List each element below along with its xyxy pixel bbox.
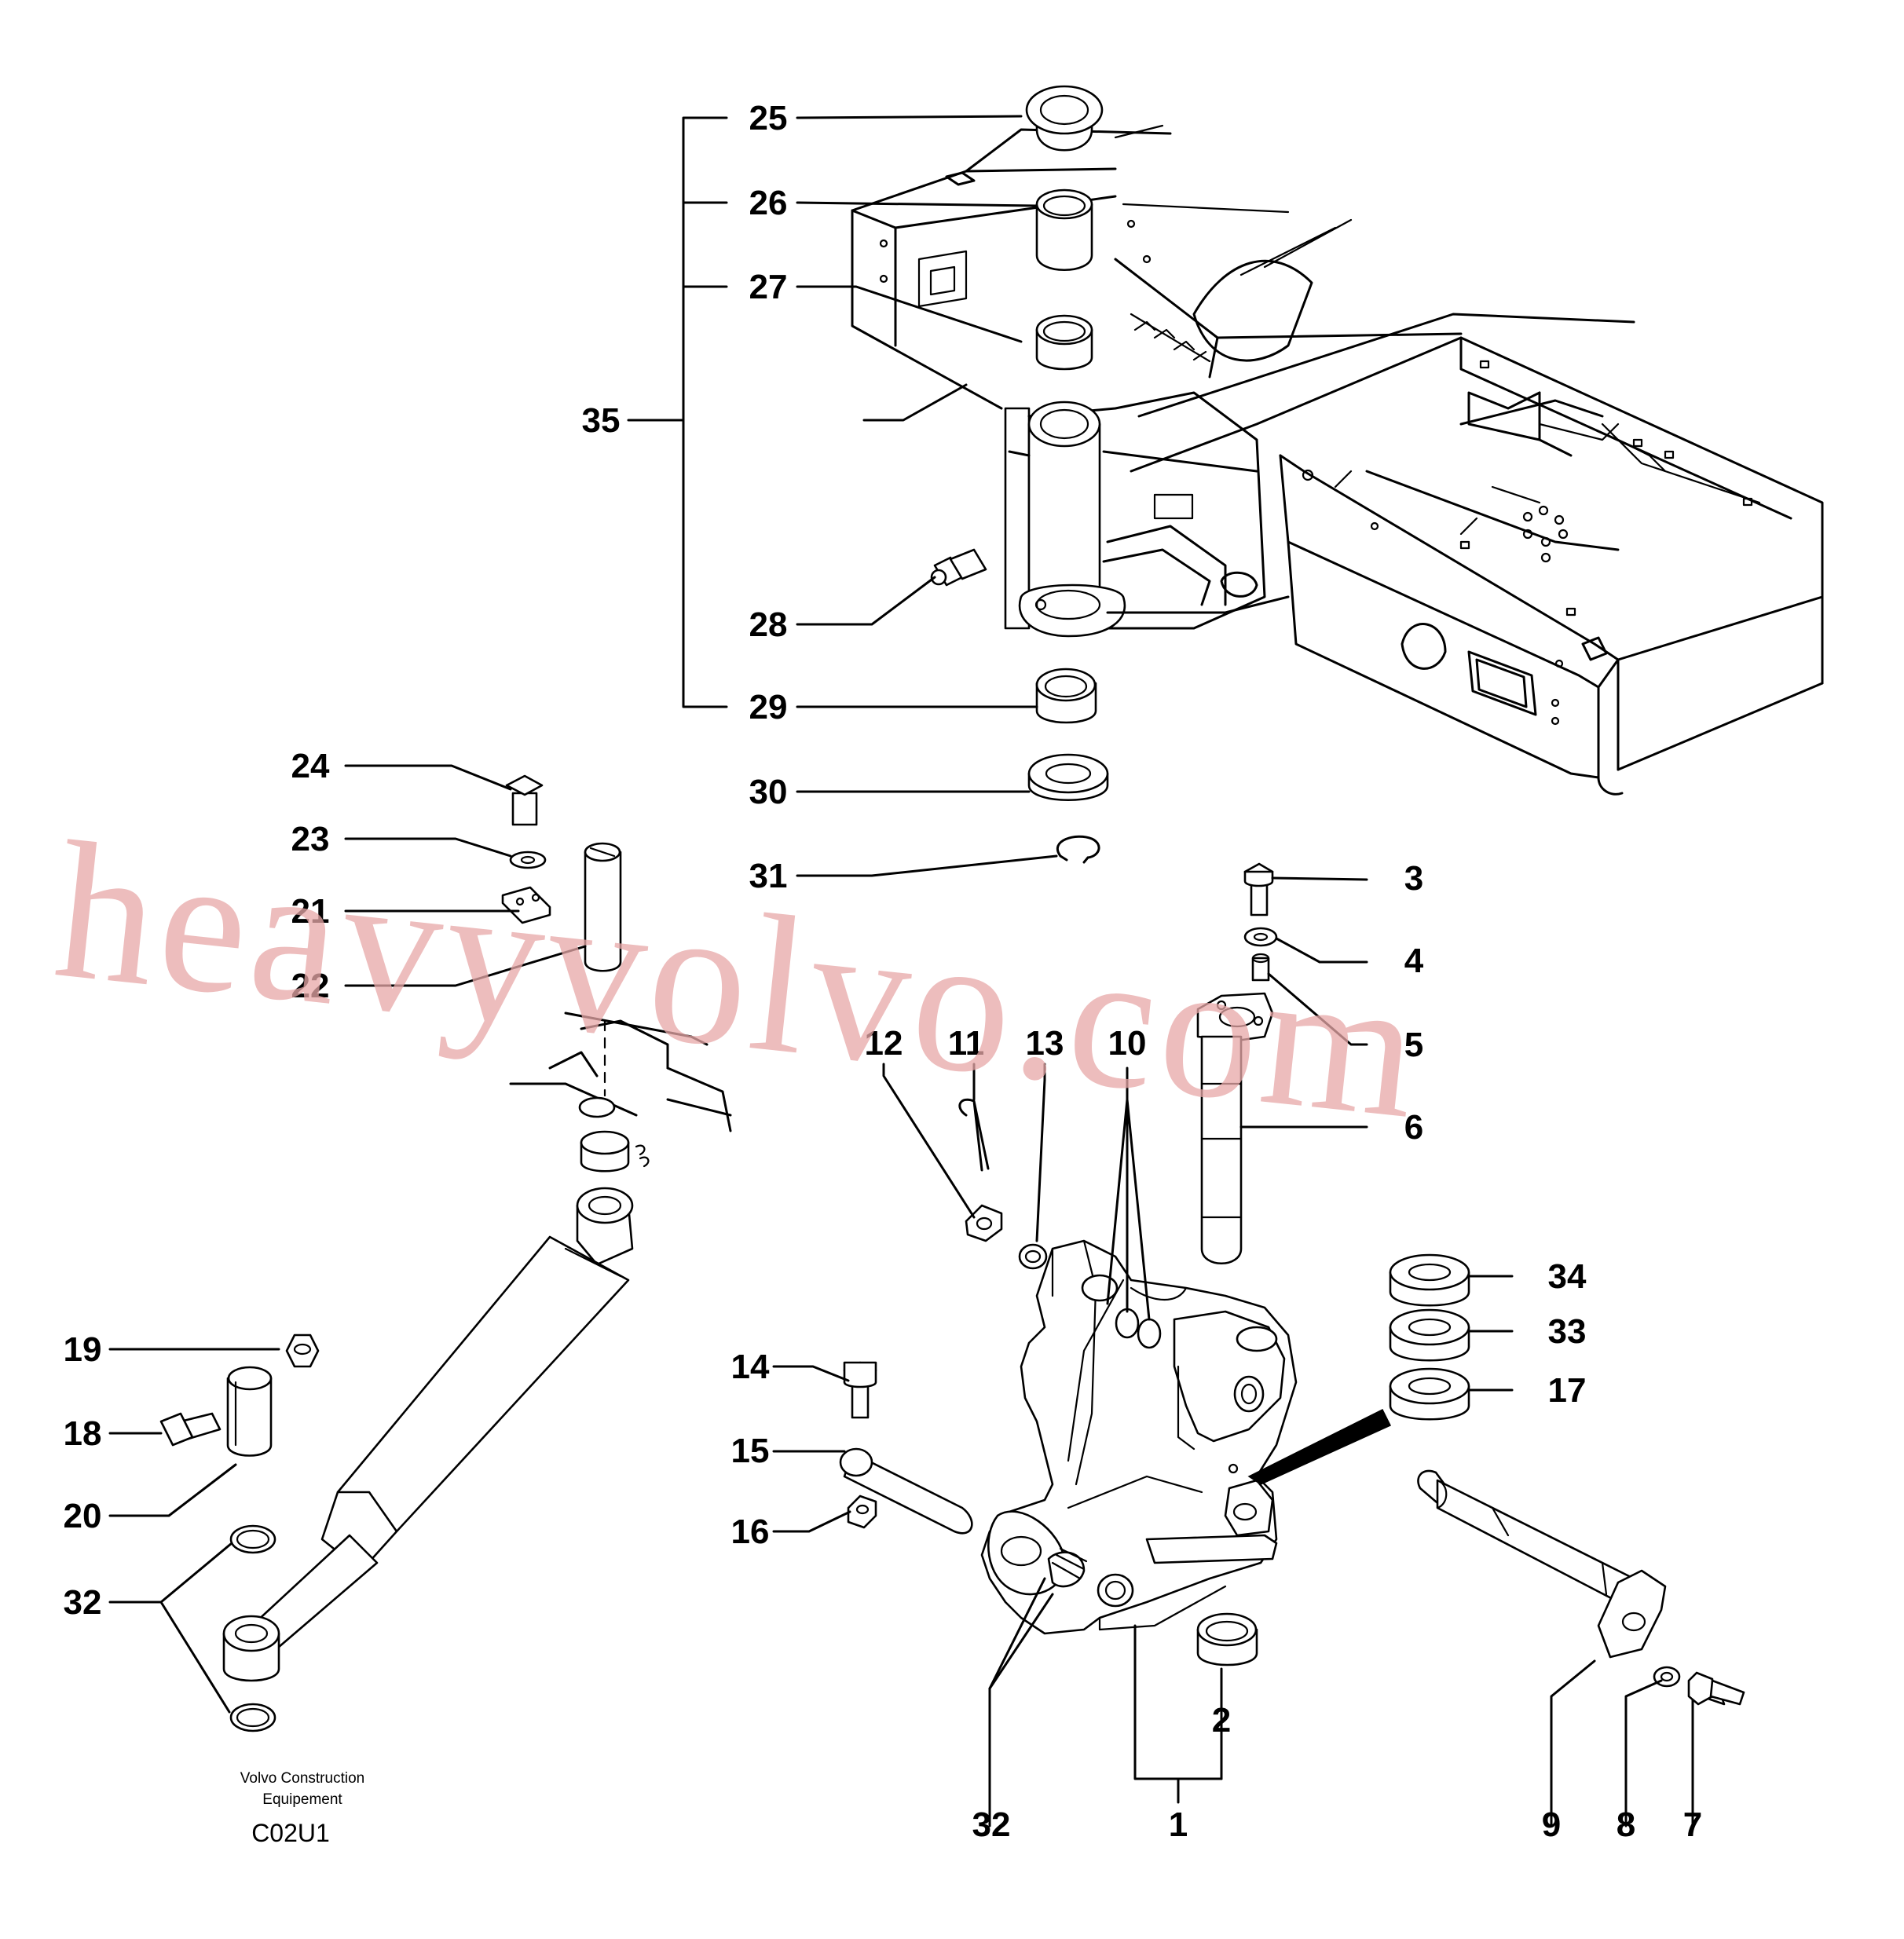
callout-10: 10: [1108, 1024, 1147, 1063]
callout-16: 16: [731, 1513, 770, 1551]
axle-shaft: [1417, 1469, 1745, 1706]
caption-company: Volvo Construction: [240, 1770, 364, 1787]
callout-34: 34: [1548, 1257, 1587, 1296]
cylinder-assembly: [222, 1012, 732, 1732]
callout-14: 14: [731, 1348, 770, 1386]
callout-numbers: 1 2 3 4 5 6 7 8 9 10 11 12 13 14 15 16 1…: [64, 99, 1703, 1844]
callout-12: 12: [865, 1024, 903, 1063]
callout-11: 11: [948, 1024, 985, 1063]
grease-nipple: [930, 548, 987, 587]
callout-33: 33: [1548, 1312, 1587, 1351]
callout-15: 15: [731, 1432, 770, 1470]
bushing-stack: [1025, 85, 1109, 864]
callout-26: 26: [749, 184, 788, 222]
callout-28: 28: [749, 605, 788, 644]
figure-code: C02U1: [251, 1819, 330, 1847]
callout-29: 29: [749, 688, 788, 726]
middle-small-parts: [839, 1098, 1048, 1535]
callout-8: 8: [1617, 1805, 1635, 1844]
callout-20: 20: [64, 1497, 102, 1535]
callout-31: 31: [749, 857, 788, 895]
caption-company-line2: Equipement: [262, 1791, 342, 1808]
callout-21: 21: [291, 892, 330, 931]
chassis-frame: [851, 124, 1824, 796]
callout-22: 22: [291, 967, 330, 1005]
callout-9: 9: [1542, 1805, 1561, 1844]
knuckle-housing: [980, 1239, 1392, 1666]
callout-7: 7: [1683, 1805, 1702, 1844]
callout-23: 23: [291, 820, 330, 858]
caption-block: Volvo Construction Equipement C02U1: [240, 1770, 364, 1847]
callout-5: 5: [1404, 1026, 1423, 1064]
callout-6: 6: [1404, 1108, 1423, 1147]
callout-1: 1: [1169, 1805, 1188, 1844]
callout-2: 2: [1212, 1701, 1231, 1740]
callout-3: 3: [1404, 859, 1423, 898]
callout-27: 27: [749, 268, 788, 306]
watermark: heavyvolvo.com: [47, 801, 1432, 1161]
shim-washers: [1389, 1253, 1470, 1421]
callout-18: 18: [64, 1414, 102, 1453]
callout-32-center: 32: [972, 1805, 1011, 1844]
left-pin-group: [501, 774, 622, 972]
callout-24: 24: [291, 747, 330, 785]
callout-25: 25: [749, 99, 788, 137]
callout-13: 13: [1026, 1024, 1064, 1063]
callout-32-left: 32: [64, 1583, 102, 1622]
leader-lines: [108, 115, 1694, 1827]
callout-30: 30: [749, 773, 788, 811]
king-pin: [1196, 862, 1278, 1265]
callout-35: 35: [582, 401, 621, 440]
small-parts-left: [159, 1334, 320, 1457]
callout-4: 4: [1404, 942, 1424, 980]
callout-19: 19: [64, 1330, 102, 1369]
callout-17: 17: [1548, 1371, 1587, 1410]
